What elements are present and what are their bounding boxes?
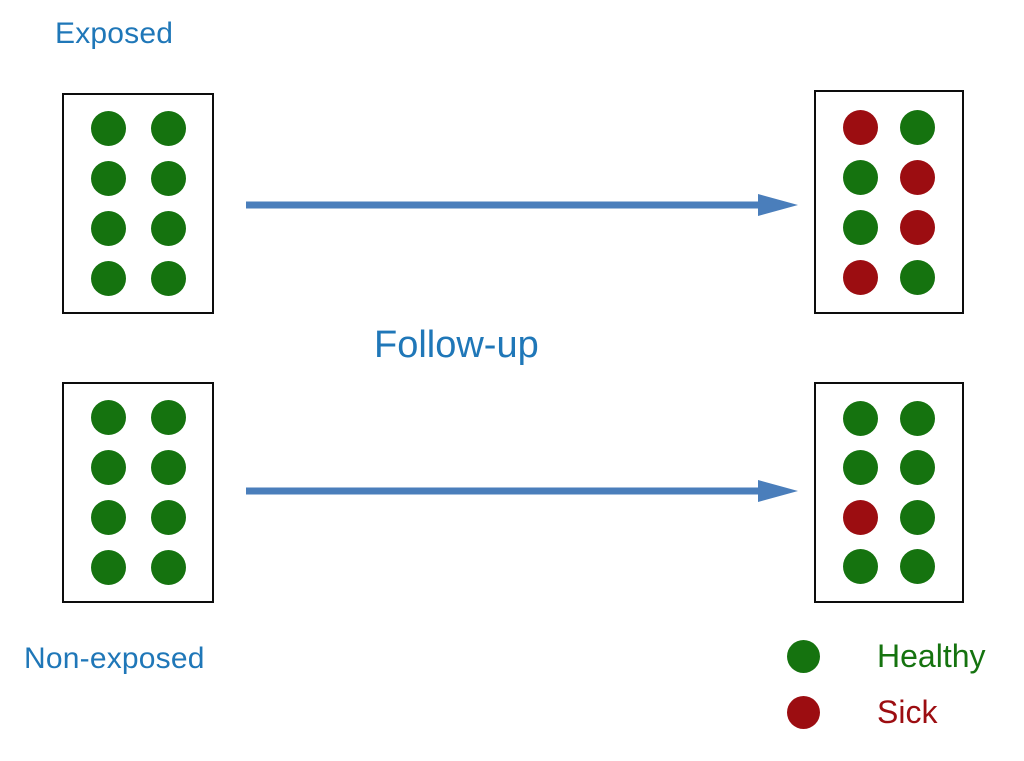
exposed-followup-dot-grid [816,92,962,312]
healthy-dot-icon [843,159,878,195]
sick-dot-icon [900,159,935,195]
exposed-followup-box [814,90,964,314]
non-exposed-followup-box [814,382,964,603]
healthy-dot-icon [843,401,878,437]
legend-label-healthy: Healthy [877,638,986,674]
healthy-dot-icon [843,209,878,245]
legend-label-sick: Sick [877,694,938,730]
exposed-baseline-box [62,93,214,314]
arrow-right-icon [246,194,798,216]
healthy-dot-icon [150,110,186,146]
healthy-dot-icon [90,211,126,247]
follow-up-arrow-exposed [246,192,798,218]
healthy-dot-icon [843,548,878,584]
healthy-dot-icon [90,160,126,196]
healthy-dot-icon [900,548,935,584]
healthy-dot-icon [90,550,126,586]
healthy-dot-icon [787,639,820,673]
non-exposed-baseline-box [62,382,214,603]
follow-up-arrow-non-exposed [246,478,798,504]
healthy-dot-icon [150,160,186,196]
healthy-dot-icon [150,399,186,435]
healthy-dot-icon [843,450,878,486]
non-exposed-baseline-dot-grid [64,384,212,601]
healthy-dot-icon [90,500,126,536]
healthy-dot-icon [90,261,126,297]
healthy-dot-icon [900,109,935,145]
healthy-dot-icon [900,450,935,486]
healthy-dot-icon [900,259,935,295]
sick-dot-icon [843,499,878,535]
healthy-dot-icon [150,261,186,297]
sick-dot-icon [787,695,820,729]
healthy-dot-icon [90,449,126,485]
follow-up-caption: Follow-up [374,324,539,366]
healthy-dot-icon [150,550,186,586]
sick-dot-icon [843,259,878,295]
arrow-right-icon [246,480,798,502]
healthy-dot-icon [90,110,126,146]
healthy-dot-icon [900,401,935,437]
healthy-dot-icon [90,399,126,435]
healthy-dot-icon [900,499,935,535]
healthy-dot-icon [150,449,186,485]
non-exposed-followup-dot-grid [816,384,962,601]
legend: Healthy Sick [787,628,1007,740]
healthy-dot-icon [150,500,186,536]
legend-item-sick: Sick [787,684,1007,740]
exposed-group-label: Exposed [55,17,174,50]
exposed-baseline-dot-grid [64,95,212,312]
sick-dot-icon [843,109,878,145]
sick-dot-icon [900,209,935,245]
non-exposed-group-label: Non-exposed [24,642,205,675]
healthy-dot-icon [150,211,186,247]
legend-item-healthy: Healthy [787,628,1007,684]
